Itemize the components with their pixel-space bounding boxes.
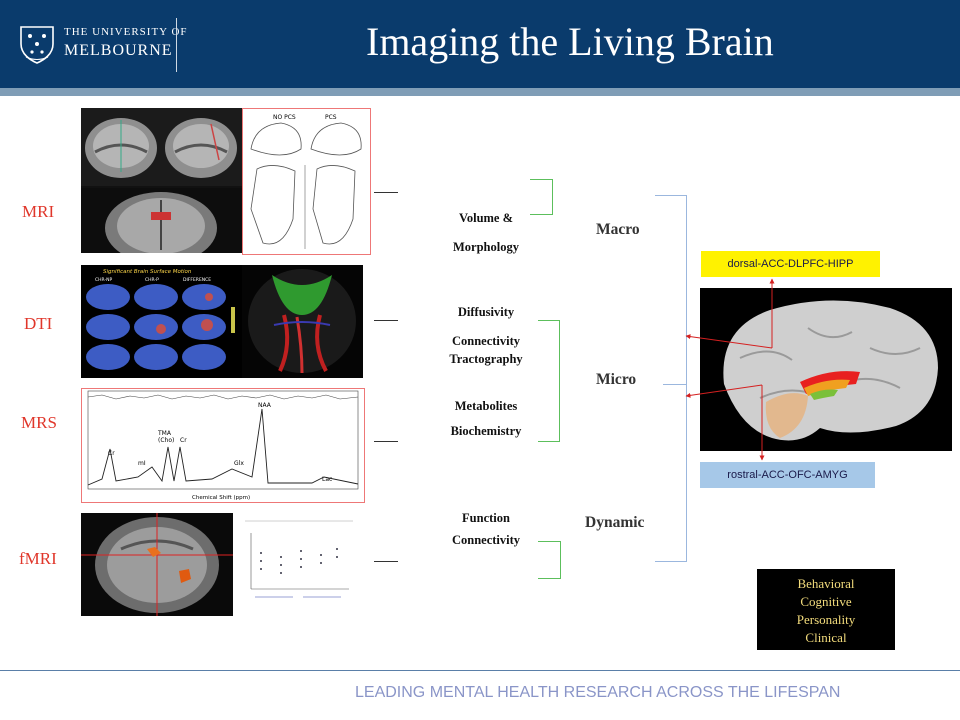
dti-column-label: CHR-NP <box>95 277 112 283</box>
modality-label-fmri: fMRI <box>19 549 57 568</box>
footer-tagline: LEADING MENTAL HEALTH RESEARCH ACROSS TH… <box>355 684 841 701</box>
mrs-connector <box>374 441 398 442</box>
measure-label-morphology: Morphology <box>453 240 519 254</box>
mrs-axis-label: Chemical Shift (ppm) <box>192 495 250 501</box>
mrs-peak-label: NAA <box>258 402 272 409</box>
mrs-peak-label: TMA <box>157 430 172 437</box>
mrs-peak-label: Glx <box>234 460 244 467</box>
logo-divider <box>176 18 177 72</box>
outcome-cognitive: Cognitive <box>800 594 852 609</box>
measure-label-fmri-connectivity: Connectivity <box>451 533 521 547</box>
fmri-scatter-plot <box>233 513 363 616</box>
bracket-dti-mrs <box>538 320 560 442</box>
bracket-fmri <box>538 541 561 579</box>
mri-connector <box>374 192 398 193</box>
fmri-connector <box>374 561 398 562</box>
crest-icon <box>20 26 54 64</box>
scale-label-macro: Macro <box>596 221 640 238</box>
slide-title: Imaging the Living Brain <box>366 19 774 64</box>
outcomes-box: Behavioral Cognitive Personality Clinica… <box>757 569 895 650</box>
measure-label-metabolites: Metabolites <box>454 399 518 413</box>
dti-column-label: CHR-P <box>145 277 159 283</box>
footer-rule <box>0 670 960 671</box>
measure-label-volume: Volume & <box>458 211 514 225</box>
bracket-mri <box>530 179 553 215</box>
mrs-peak-label: Lac <box>322 476 332 483</box>
measure-label-diffusivity: Diffusivity <box>457 305 515 319</box>
measure-label-function: Function <box>462 511 510 525</box>
scale-label-dynamic: Dynamic <box>585 514 645 531</box>
brain-3d-render <box>700 288 952 451</box>
scale-label-micro: Micro <box>596 371 637 388</box>
outcome-personality: Personality <box>796 612 856 627</box>
mrs-spectrum-image: NAA TMA (Cho) Cr Cr mI Glx Lac Chemical … <box>81 388 365 503</box>
pcs-label-no: NO PCS <box>273 114 296 121</box>
circuit-tag-dorsal: dorsal-ACC-DLPFC-HIPP <box>701 251 880 277</box>
fmri-activation-image <box>81 513 233 616</box>
modality-label-mrs: MRS <box>21 413 57 432</box>
pcs-sulcus-diagram: NO PCS PCS <box>242 108 371 255</box>
bracket-scales-midline <box>663 384 686 385</box>
measure-label-tractography: Tractography <box>449 352 523 366</box>
mrs-peak-label: mI <box>138 460 146 467</box>
dti-column-label: DIFFERENCE <box>183 277 211 283</box>
dti-tractography-image <box>242 265 363 378</box>
university-name-line2: MELBOURNE <box>64 42 173 59</box>
header-bar: THE UNIVERSITY OF MELBOURNE Imaging the … <box>0 0 960 88</box>
modality-label-dti: DTI <box>24 314 53 333</box>
pcs-label-yes: PCS <box>325 114 337 121</box>
university-name-line1: THE UNIVERSITY OF <box>64 26 188 38</box>
dti-surface-image: Significant Brain Surface Motion CHR-NP … <box>81 265 242 378</box>
measure-label-connectivity: Connectivity <box>451 334 521 348</box>
mri-scan-image <box>81 108 242 253</box>
modality-label-mri: MRI <box>22 202 55 221</box>
header-stripe <box>0 88 960 96</box>
bracket-scales <box>655 195 687 562</box>
mrs-peak-label: Cr <box>108 450 115 457</box>
mrs-peak-label: Cr <box>180 437 187 444</box>
mrs-peak-label: (Cho) <box>158 437 174 444</box>
circuit-tag-rostral: rostral-ACC-OFC-AMYG <box>700 462 875 488</box>
dti-connector <box>374 320 398 321</box>
dti-surface-title: Significant Brain Surface Motion <box>103 269 192 275</box>
outcome-clinical: Clinical <box>805 630 847 645</box>
outcome-behavioral: Behavioral <box>797 576 855 591</box>
measure-label-biochemistry: Biochemistry <box>450 424 522 438</box>
